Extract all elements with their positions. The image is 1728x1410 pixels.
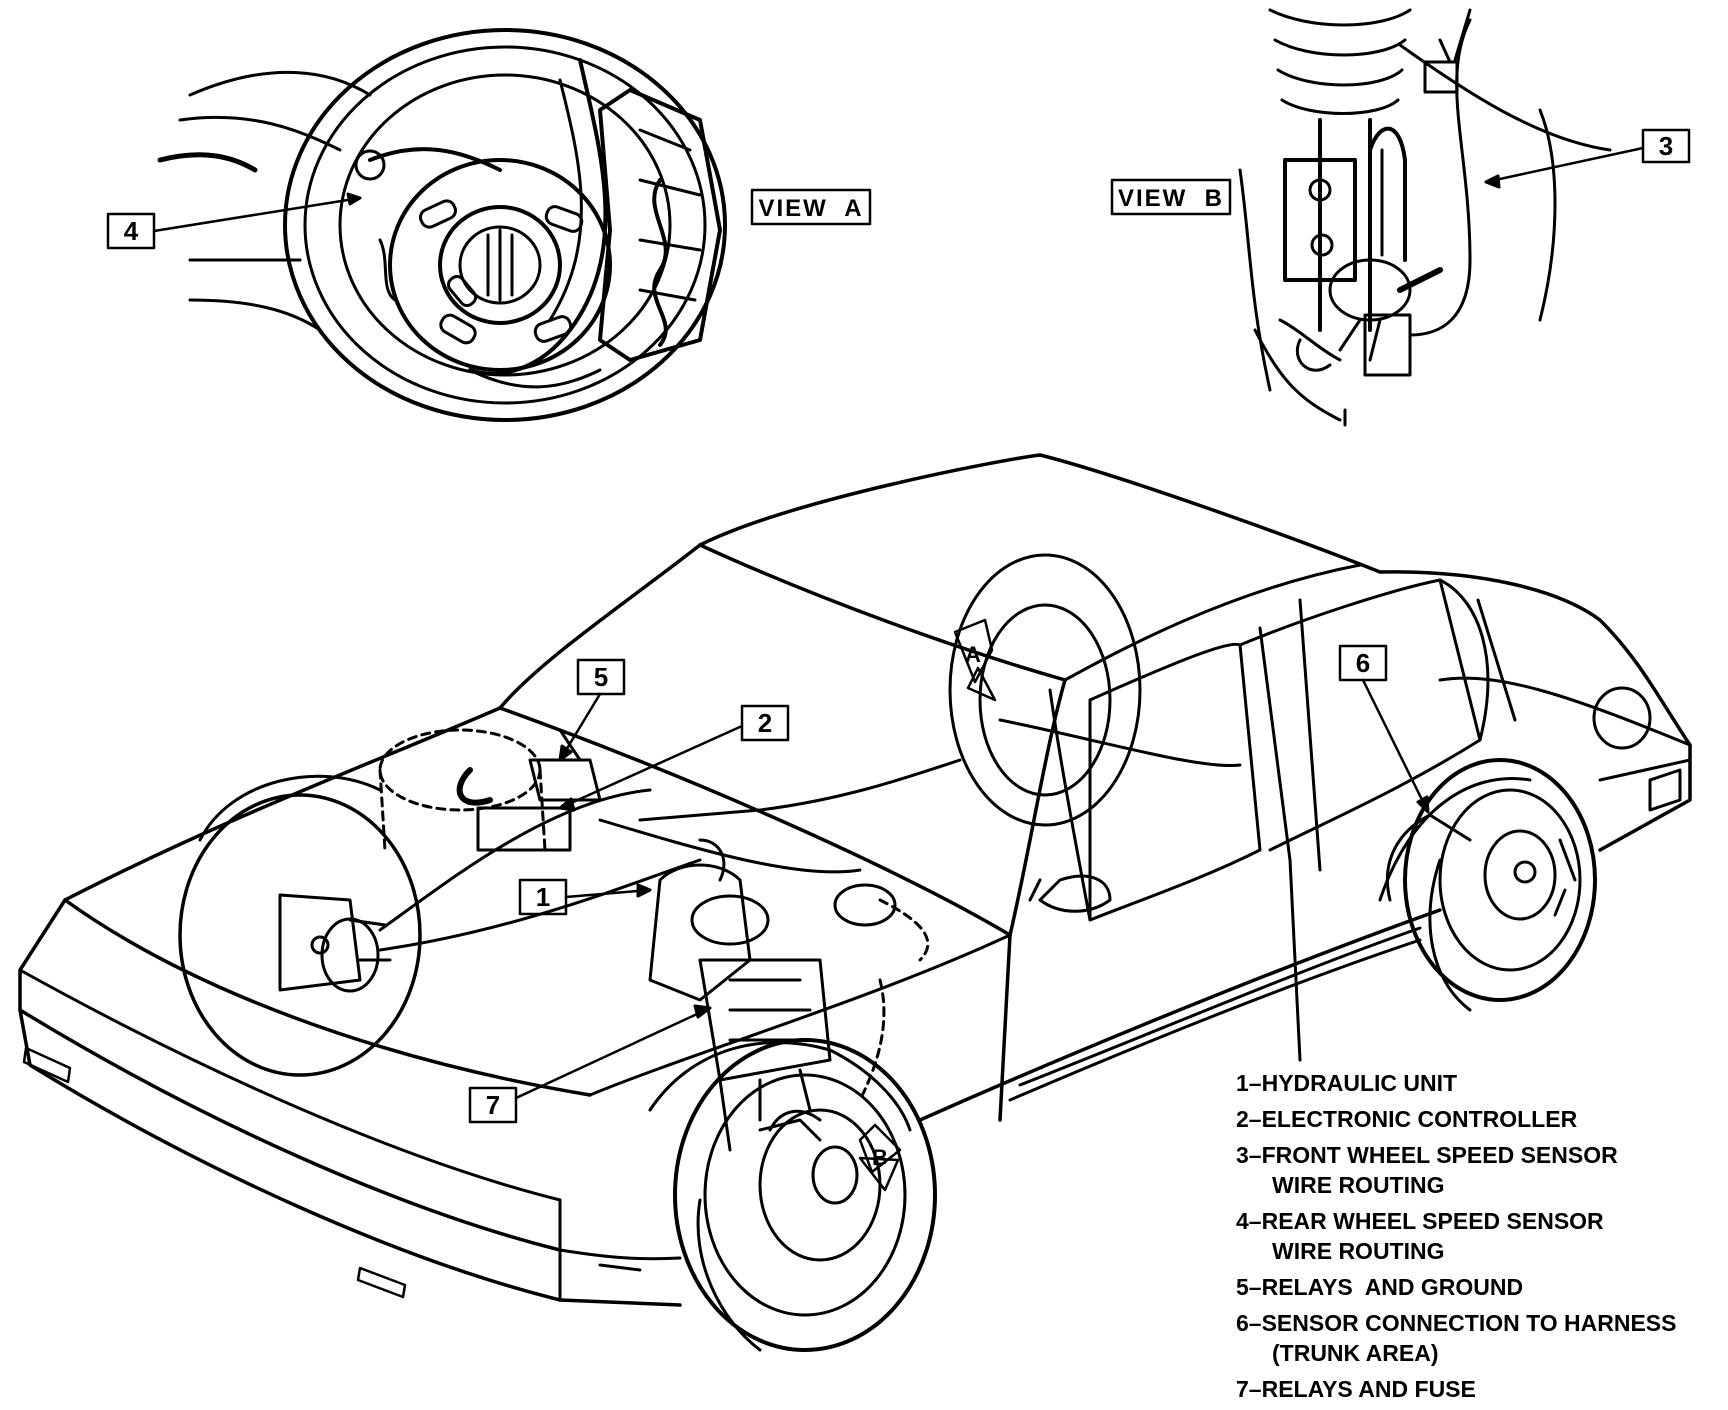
legend-item-1-text: 1–HYDRAULIC UNIT <box>1236 1070 1458 1096</box>
view-b-front-strut-illustration <box>1238 8 1612 427</box>
callout-5-number: 5 <box>594 662 608 692</box>
cutout-arrow-b <box>858 1123 902 1192</box>
callout-2-number: 2 <box>758 708 772 738</box>
callout-1-leader <box>564 888 652 899</box>
callout-3-leader <box>1484 146 1645 184</box>
legend-item-3-continuation: WIRE ROUTING <box>1272 1172 1445 1198</box>
legend-item-7: 7–RELAYS AND FUSE <box>1236 1374 1722 1404</box>
legend-item-2-text: 2–ELECTRONIC CONTROLLER <box>1236 1106 1578 1132</box>
view-b-label-box <box>1110 178 1232 216</box>
legend-item-6: 6–SENSOR CONNECTION TO HARNESS (TRUNK AR… <box>1236 1308 1722 1368</box>
callout-box-3 <box>1641 128 1691 164</box>
legend-item-2: 2–ELECTRONIC CONTROLLER <box>1236 1104 1722 1134</box>
view-a-label: VIEW A <box>758 195 863 222</box>
legend-item-3: 3–FRONT WHEEL SPEED SENSOR WIRE ROUTING <box>1236 1140 1722 1200</box>
view-a-label-box <box>750 188 872 226</box>
callout-7-leader <box>514 1006 712 1100</box>
legend-item-5-text: 5–RELAYS AND GROUND <box>1236 1274 1524 1300</box>
legend-item-6-continuation: (TRUNK AREA) <box>1272 1340 1439 1366</box>
view-a-rear-hub-illustration <box>157 28 727 422</box>
cutout-label-b: B <box>872 1145 888 1170</box>
callout-1-number: 1 <box>536 882 550 912</box>
legend-item-4-continuation: WIRE ROUTING <box>1272 1238 1445 1264</box>
legend-item-3-text: 3–FRONT WHEEL SPEED SENSOR <box>1236 1142 1618 1168</box>
component-legend: 1–HYDRAULIC UNIT 2–ELECTRONIC CONTROLLER… <box>1236 1068 1722 1410</box>
legend-item-1: 1–HYDRAULIC UNIT <box>1236 1068 1722 1098</box>
legend-item-6-text: 6–SENSOR CONNECTION TO HARNESS <box>1236 1310 1677 1336</box>
legend-item-5: 5–RELAYS AND GROUND <box>1236 1272 1722 1302</box>
car-body-illustration <box>18 453 1692 1352</box>
callout-4-number: 4 <box>124 216 139 246</box>
cutout-label-a: A <box>965 642 981 667</box>
legend-item-4: 4–REAR WHEEL SPEED SENSOR WIRE ROUTING <box>1236 1206 1722 1266</box>
cutout-arrow-a <box>953 618 997 702</box>
callout-3-number: 3 <box>1659 131 1673 161</box>
callout-box-2 <box>740 704 790 742</box>
legend-item-4-text: 4–REAR WHEEL SPEED SENSOR <box>1236 1208 1604 1234</box>
view-b-label: VIEW B <box>1118 185 1224 212</box>
legend-item-7-text: 7–RELAYS AND FUSE <box>1236 1376 1476 1402</box>
callout-6-leader <box>1361 678 1430 814</box>
callout-6-number: 6 <box>1356 648 1370 678</box>
callout-2-leader <box>558 724 744 810</box>
callout-4-leader <box>152 196 362 233</box>
callout-box-7 <box>468 1086 518 1124</box>
callout-7-number: 7 <box>486 1090 500 1120</box>
